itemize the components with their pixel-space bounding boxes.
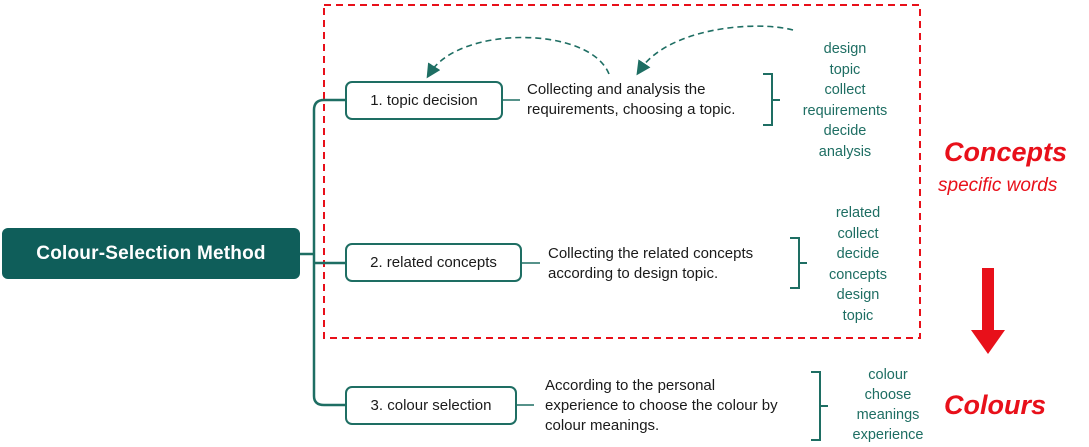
concepts-subtitle: specific words <box>938 175 1058 196</box>
step-node-related-concepts: 2. related concepts <box>345 243 522 282</box>
step-1-description: Collecting and analysis the requirements… <box>527 80 735 120</box>
description-line: colour meanings. <box>545 417 660 434</box>
description-line: experience to choose the colour by <box>545 397 778 414</box>
description-line: requirements, choosing a topic. <box>527 101 736 118</box>
description-line: according to design topic. <box>548 265 719 282</box>
keyword: meanings <box>856 407 920 423</box>
step-3-keywords: colour choose meanings experience <box>838 365 938 445</box>
keyword: design <box>823 41 867 57</box>
keyword: decide <box>823 123 867 139</box>
keyword: analysis <box>818 143 872 160</box>
description-line: According to the personal <box>545 377 716 394</box>
concepts-label: Concepts <box>944 137 1068 167</box>
keyword: collect <box>837 225 879 242</box>
concepts-frame <box>323 4 921 339</box>
colours-label: Colours <box>944 390 1047 420</box>
keyword: colour <box>868 367 908 383</box>
step-node-colour-selection: 3. colour selection <box>345 386 517 425</box>
keyword: choose <box>864 387 912 403</box>
step-1-keywords: design topic collect requirements decide… <box>786 39 904 162</box>
feedback-arrow-1 <box>426 36 610 79</box>
step-3-description: According to the personal experience to … <box>545 376 778 436</box>
description-line: Collecting and analysis the <box>527 81 706 98</box>
keyword: requirements <box>802 102 888 119</box>
keyword: collect <box>824 82 866 98</box>
step-2-description: Collecting the related concepts accordin… <box>548 244 753 284</box>
step-node-topic-decision: 1. topic decision <box>345 81 503 120</box>
keyword: topic <box>829 61 861 78</box>
feedback-arrow-2 <box>636 25 794 76</box>
keyword: concepts <box>828 266 888 283</box>
description-line: Collecting the related concepts <box>548 245 754 262</box>
node-desc-links <box>503 99 540 406</box>
feedback-arrows <box>426 25 794 79</box>
keyword: experience <box>852 427 924 443</box>
keyword: topic <box>842 307 874 324</box>
down-arrow-icon <box>971 268 1005 354</box>
keyword-brackets <box>763 73 828 441</box>
keyword: decide <box>836 246 880 262</box>
root-node: Colour-Selection Method <box>2 228 300 279</box>
step-2-keywords: related collect decide concepts design t… <box>810 203 906 326</box>
keyword: design <box>836 287 880 303</box>
tree-connectors <box>300 98 345 407</box>
keyword: related <box>835 205 881 221</box>
